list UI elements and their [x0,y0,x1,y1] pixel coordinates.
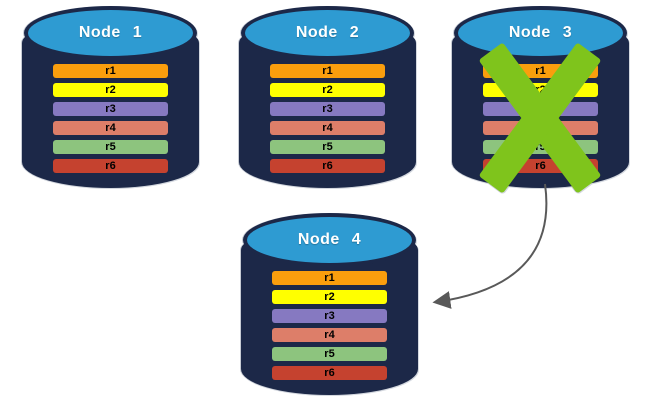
replica-bar-r2: r2 [53,83,168,97]
replica-bar-r1: r1 [53,64,168,78]
node-4-title: Node 4 [297,231,362,248]
node-4-cylinder: r1 r2 r3 r4 r5 r6 Node 4 [241,213,418,395]
node-3-cylinder-top: Node 3 [454,6,627,60]
failover-arrow-path [432,183,548,309]
replica-bar-r3: r3 [272,309,387,323]
node-1-replica-list: r1 r2 r3 r4 r5 r6 [53,64,168,178]
replica-bar-r3: r3 [270,102,385,116]
node-2-cylinder: r1 r2 r3 r4 r5 r6 Node 2 [239,6,416,188]
node-4-replica-list: r1 r2 r3 r4 r5 r6 [272,271,387,385]
replica-bar-r4: r4 [270,121,385,135]
node-2-replica-list: r1 r2 r3 r4 r5 r6 [270,64,385,178]
replica-bar-r2: r2 [270,83,385,97]
node-3-title: Node 3 [508,24,573,41]
node-4-cylinder-top: Node 4 [243,213,416,267]
replica-bar-r5: r5 [53,140,168,154]
failure-x-icon [478,42,602,194]
replica-bar-r2: r2 [272,290,387,304]
replica-bar-r1: r1 [272,271,387,285]
replica-bar-r1: r1 [270,64,385,78]
node-1-title: Node 1 [78,24,143,41]
replica-bar-r6: r6 [270,159,385,173]
replica-bar-r6: r6 [53,159,168,173]
node-2-title: Node 2 [295,24,360,41]
replica-bar-r5: r5 [270,140,385,154]
replica-bar-r6: r6 [272,366,387,380]
node-1-cylinder-top: Node 1 [24,6,197,60]
replica-bar-r4: r4 [53,121,168,135]
node-1-cylinder: r1 r2 r3 r4 r5 r6 Node 1 [22,6,199,188]
replica-bar-r3: r3 [53,102,168,116]
node-2-cylinder-top: Node 2 [241,6,414,60]
replica-bar-r4: r4 [272,328,387,342]
replica-bar-r5: r5 [272,347,387,361]
